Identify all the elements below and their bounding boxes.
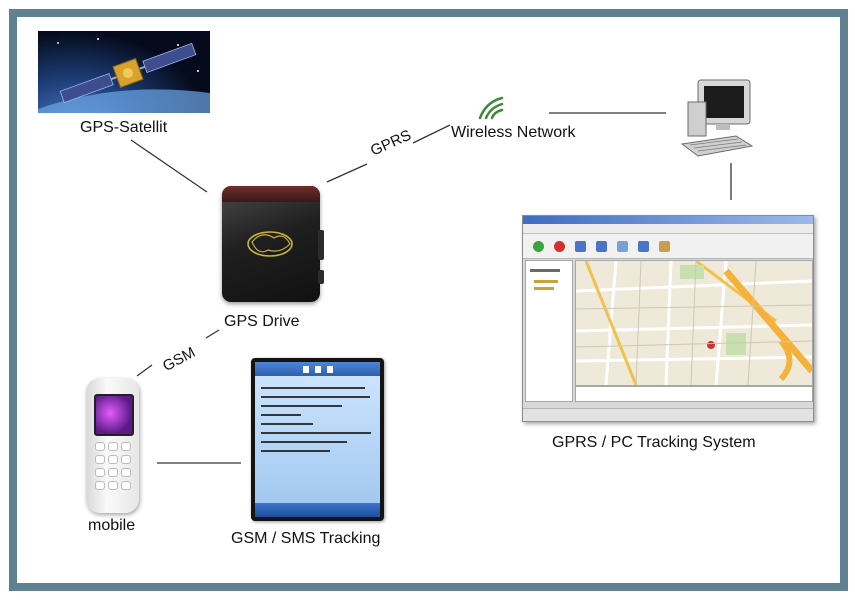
gps-tracker-icon (222, 186, 324, 302)
line-gsm-mobile (136, 364, 153, 377)
street-map-view (575, 260, 813, 386)
line-device-gprs-1 (326, 163, 368, 183)
sms-header-bar (255, 362, 380, 376)
line-device-gprs-2 (412, 124, 451, 144)
line-device-gsm (205, 329, 220, 339)
mobile-screen (94, 394, 134, 436)
device-side-button (318, 230, 324, 260)
map-roads (576, 261, 812, 385)
tool-icon (617, 240, 628, 252)
label-tracking-system: GPRS / PC Tracking System (552, 434, 756, 451)
device-top-cap (222, 186, 320, 202)
sms-softkey-bar (255, 503, 380, 517)
label-mobile: mobile (88, 517, 136, 534)
tracking-software-screenshot (522, 215, 814, 422)
mobile-phone-icon (86, 378, 139, 513)
label-wireless-network: Wireless Network (451, 124, 576, 141)
stop-icon (554, 240, 565, 252)
app-toolbar (523, 234, 813, 259)
mobile-keypad (95, 442, 131, 490)
app-menubar (523, 224, 813, 234)
device-logo (247, 231, 293, 257)
start-icon (533, 240, 544, 252)
desktop-computer-icon (680, 79, 754, 157)
line-satellite-device (130, 139, 208, 193)
device-side-port (318, 270, 324, 284)
sms-message-lines (261, 380, 376, 459)
label-gps-drive: GPS Drive (224, 313, 300, 330)
label-gps-satellit: GPS-Satellit (80, 119, 168, 136)
app-titlebar (523, 216, 813, 224)
sms-screen-display (255, 362, 380, 517)
device-tree-panel (525, 260, 573, 402)
app-statusbar (523, 408, 813, 421)
sms-screen-icon (251, 358, 384, 521)
tool-icon (659, 240, 670, 252)
tool-icon (638, 240, 649, 252)
satellite-image (38, 31, 210, 113)
tool-icon (596, 240, 607, 252)
tool-icon (575, 240, 586, 252)
label-gsm-sms-tracking: GSM / SMS Tracking (231, 530, 381, 547)
satellite-icon (38, 38, 210, 113)
data-grid-panel (575, 386, 813, 402)
wifi-signal-icon (478, 96, 504, 120)
